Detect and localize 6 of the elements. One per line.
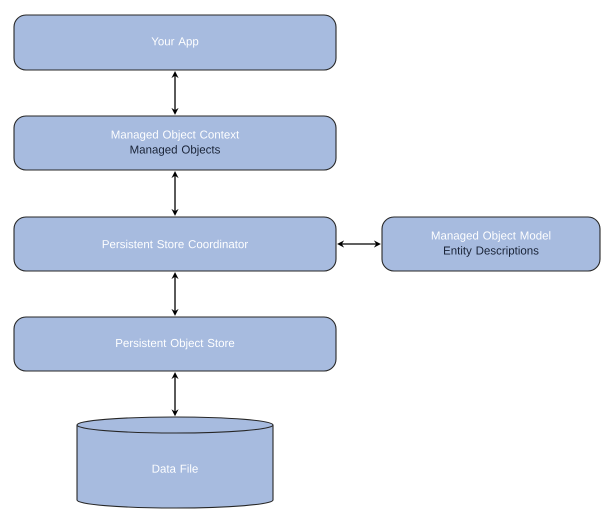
process-box: Persistent Store Coordinator: [13, 216, 337, 272]
process-box: Managed Object Model Entity Descriptions: [381, 216, 601, 272]
process-box: Managed Object Context Managed Objects: [13, 115, 337, 171]
database-cylinder: Data File: [76, 416, 274, 509]
process-box: Your App: [13, 14, 337, 71]
process-box: Persistent Object Store: [13, 316, 337, 372]
